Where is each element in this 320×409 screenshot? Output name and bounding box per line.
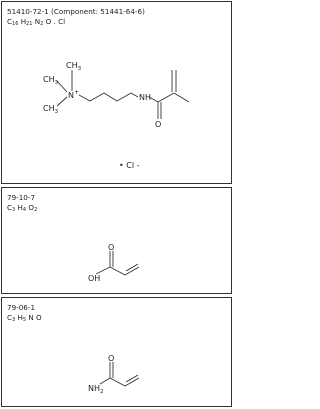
- molecular-formula: C16 H21 N2 O . Cl: [7, 17, 65, 29]
- atom-label-nitrogen: N+: [68, 89, 79, 100]
- bond: [157, 92, 175, 103]
- bond: [95, 266, 111, 275]
- formula-part: O: [26, 203, 35, 212]
- bond: [99, 377, 111, 385]
- counterion-label: • Cl -: [119, 161, 140, 170]
- cas-label: 79-06-1: [7, 303, 36, 312]
- molecular-formula: C3 H5 N O: [7, 313, 42, 325]
- bond: [56, 96, 68, 107]
- atom-label-nh: NH: [139, 93, 151, 102]
- formula-subscript: 16: [12, 21, 19, 27]
- cas-label: 51410-72-1 (Component: 51441-64-6): [7, 7, 145, 16]
- formula-subscript: 3: [12, 317, 16, 323]
- bond: [125, 263, 139, 272]
- formula-subscript: 4: [22, 207, 27, 213]
- atom-label-oxygen: O: [155, 120, 161, 129]
- compound-panel-1: 51410-72-1 (Component: 51441-64-6) C16 H…: [1, 1, 232, 184]
- cas-label: 79-10-7: [7, 193, 36, 202]
- bond: [173, 92, 190, 103]
- structure-drawing: O NH2: [88, 354, 140, 395]
- formula-part: N: [32, 17, 41, 26]
- compound-panel-2: 79-10-7 C3 H4 O2 OH O: [1, 187, 232, 294]
- atom-label-ch3: CH3: [66, 61, 82, 72]
- formula-part: O . Cl: [43, 17, 66, 26]
- structure-drawing: CH3 CH3 CH3 N+ NH O • Cl -: [43, 61, 190, 170]
- formula-subscript: 5: [22, 317, 27, 323]
- formula-part: C: [7, 203, 13, 212]
- structure-drawing: OH O: [88, 243, 140, 283]
- bond: [125, 374, 139, 383]
- formula-part: H: [15, 203, 23, 212]
- bond: [109, 266, 140, 276]
- atom-label-oh: OH: [88, 274, 100, 283]
- bond: [56, 80, 68, 93]
- atom-label-oxygen: O: [108, 243, 114, 252]
- bond: [109, 377, 140, 387]
- atom-label-nh2: NH2: [88, 384, 104, 395]
- bond: [78, 92, 139, 102]
- formula-subscript: 3: [12, 207, 16, 213]
- formula-part: H: [15, 313, 23, 322]
- compound-panel-3: 79-06-1 C3 H5 N O O NH2: [1, 297, 232, 407]
- formula-subscript: 2: [40, 21, 44, 27]
- atom-label-ch3: CH3: [43, 75, 59, 86]
- formula-subscript: 2: [34, 207, 38, 213]
- atom-label-oxygen: O: [108, 354, 114, 363]
- atom-label-ch3: CH3: [43, 104, 59, 115]
- formula-part: H: [18, 17, 27, 26]
- molecular-formula: C3 H4 O2: [7, 203, 37, 215]
- formula-part: N O: [26, 313, 42, 322]
- formula-part: C: [7, 17, 13, 26]
- formula-subscript: 21: [26, 21, 33, 27]
- formula-part: C: [7, 313, 13, 322]
